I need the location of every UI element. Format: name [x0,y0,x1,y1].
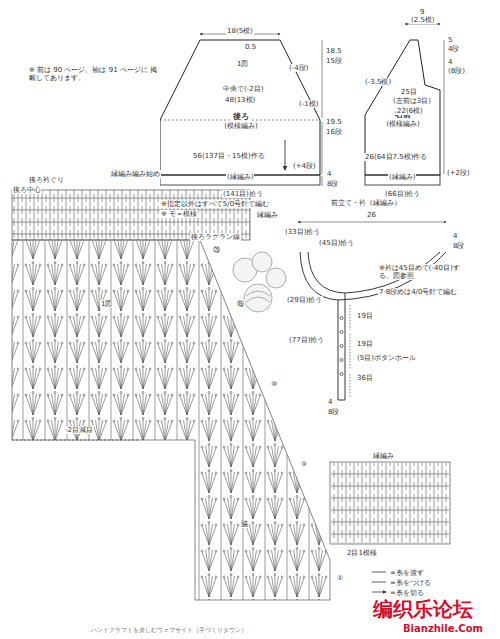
dimension-label: 19目 [356,340,374,348]
dimension-label: (縁編み) [388,173,416,181]
legend-text: =糸をつける [390,578,431,588]
dimension-label: 18.5 [325,47,343,55]
dimension-label: 脇 [240,520,249,528]
dimension-label: 9 [419,8,425,16]
dimension-label: 4 [447,58,453,66]
dimension-label: 19.5 [325,118,343,126]
dimension-label: 19目 [356,312,374,320]
dimension-label: 48(13模) [224,96,256,104]
dimension-label: 縁編み編み始め [110,170,161,178]
dimension-label: (左前は3目) [392,97,432,105]
dimension-label: 26 [366,211,377,219]
dimension-label: (-1模) [298,100,319,108]
dimension-label: 前立て・衿（縁編み） [330,199,402,207]
legend-item: =糸を切る [390,588,424,598]
dimension-label: (141目)拾う [222,190,264,198]
dimension-label: ⑳ [212,246,221,254]
dimension-label: 8段 [327,408,340,416]
watermark: 编织乐论坛 [372,598,474,621]
legend-text: =糸を切る [390,588,424,598]
dimension-label: 4 [327,398,333,406]
dimension-label: 後ろ衿ぐり [28,176,65,184]
dimension-label: 1図 [236,60,249,68]
dimension-label: ① [336,574,344,582]
dimension-label: 18(5模) [226,27,254,35]
dimension-label: ※ モ＝模様 [160,210,198,218]
dimension-label: 中央で(-2目) [222,85,264,93]
dimension-label: (+4段) [292,162,317,170]
dimension-label: 1図 [100,300,113,308]
dimension-label: 7·8段めは4/0号針で編む [378,288,470,296]
dimension-label: (77目)拾う [288,336,325,344]
piece-name: (模様編み) [385,120,420,128]
dimension-label: 後ろラグラン線 [190,233,241,241]
dimension-label: (-3.5模) [364,78,392,86]
dimension-label: ※衿は45目めで(-40目)する。図参照 [378,264,470,280]
legend-item: =糸をつける [390,578,431,588]
dimension-label: 縁編み [256,211,279,219]
dimension-label: 56(137目・15模)作る [192,152,266,160]
dimension-label: 4 [452,232,458,240]
footer-text: ハンドクラフトを楽しむウェブサイト［手づくりタウン］ [90,627,248,634]
dimension-label: 後ろ中心 [12,186,42,194]
dimension-label: ⑤ [300,460,308,468]
dimension-label: (29目)拾う [286,296,323,304]
dimension-label: (33目)拾う [284,228,321,236]
dimension-label: 2目1模様 [346,549,378,557]
legend-item: =糸を渡す [390,568,424,578]
dimension-label: 5 [447,36,453,44]
dimension-label: (66目)拾う [384,190,421,198]
dimension-label: (-4段) [288,64,309,72]
dimension-label: 4 [326,170,332,178]
dimension-label: ⑮ [236,300,245,308]
dimension-label: 26(64目7.5模)作る [364,153,428,161]
watermark: Bianzhile.Com [402,623,484,635]
dimension-label: (+2段) [446,169,471,177]
dimension-label: (8段) [447,67,466,75]
dimension-label: 縁編み [372,452,395,460]
dimension-label: 36目 [356,374,374,382]
piece-name: 後ろ [232,112,250,122]
dimension-label: (2.5模) [410,16,436,24]
dimension-label: ※ 前は 90 ページ、袖は 91 ページに 掲載してあります。 [28,66,162,82]
dimension-label: ⑩ [270,380,278,388]
dimension-label: 8段 [326,180,339,188]
dimension-label: 22(6模) [396,107,424,115]
legend-text: =糸を渡す [390,568,424,578]
dimension-label: 4段 [447,45,460,53]
dimension-label: (5目)ボタンホール [356,354,417,362]
dimension-label: -2目減目 [64,426,94,434]
dimension-label: 0.5 [244,43,257,51]
dimension-label: ※指定以外はすべて5/0号針で編む [160,200,270,208]
piece-name: (模様編み) [223,122,258,130]
dimension-label: (45目)拾う [318,239,355,247]
dimension-label: 15段 [325,57,343,65]
dimension-label: 8段 [452,242,465,250]
dimension-label: 16段 [325,128,343,136]
dimension-label: 25目 [400,88,418,96]
dimension-label: (縁編み) [226,173,254,181]
